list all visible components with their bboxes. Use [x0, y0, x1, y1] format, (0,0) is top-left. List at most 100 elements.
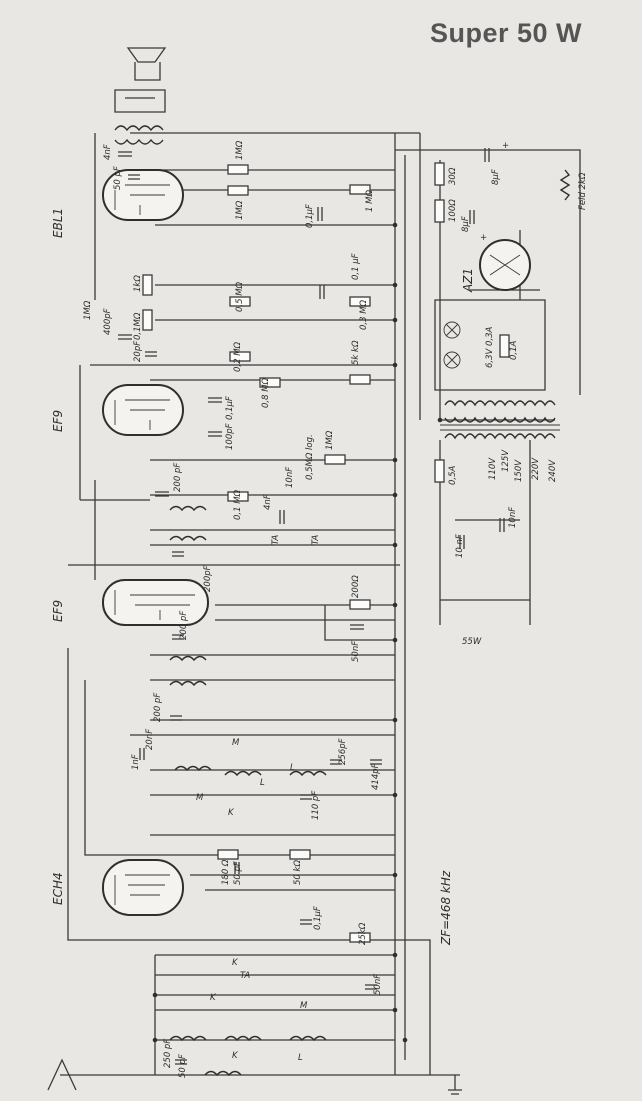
switch-label: L [298, 1053, 303, 1063]
label: TA [271, 535, 281, 545]
label: 0,1 μF [351, 253, 361, 280]
tube-label-ef9-upper: EF9 [51, 410, 65, 432]
fuse [434, 459, 445, 483]
resistor [349, 374, 371, 385]
label: 0,5MΩ log. [305, 434, 315, 480]
label: 200 pF [153, 693, 163, 722]
label: 240V [548, 459, 558, 482]
label: 414pF [371, 763, 381, 790]
label: 50nF [373, 974, 383, 995]
resistor [349, 599, 371, 610]
label: 1MΩ [235, 200, 245, 220]
resistors [142, 162, 510, 943]
label: 0,1 MΩ [233, 489, 243, 520]
tube-label-ef9-lower: EF9 [51, 600, 65, 622]
resistor [217, 849, 239, 860]
label: 50 pF [113, 166, 123, 190]
label: 0,5A [448, 465, 458, 485]
label: 200Ω [351, 575, 361, 598]
label: 0,1A [509, 340, 519, 360]
junctions [152, 222, 443, 1043]
resistor [142, 309, 153, 331]
label: 4nF [103, 144, 113, 160]
label: 20nF [145, 729, 155, 750]
label: 0,3 MΩ [359, 299, 369, 330]
label: 10 nF [455, 534, 465, 558]
label: 400pF [103, 308, 113, 335]
label: 50 kΩ [293, 860, 303, 885]
label: 180 Ω [221, 859, 231, 885]
label: 1MΩ [83, 300, 93, 320]
label: 0,2 MΩ [233, 341, 243, 372]
label: 6,3V 0,3A [485, 326, 495, 368]
resistor [227, 164, 249, 175]
resistor [289, 849, 311, 860]
fuse [499, 334, 510, 358]
label: 1MΩ [235, 140, 245, 160]
label: 5k kΩ [351, 340, 361, 365]
capacitors [118, 148, 505, 1065]
label: 200pF [203, 565, 213, 592]
resistor [142, 274, 153, 296]
tube-ef9-lower [102, 579, 209, 626]
label: 1nF [131, 754, 141, 770]
label: 256pF [338, 738, 348, 765]
tube-label-az1: AZ1 [461, 268, 475, 293]
label: 25kΩ [358, 922, 368, 945]
label: 200 pF [179, 611, 189, 640]
resistor [349, 296, 371, 307]
label: 100pF [225, 423, 235, 450]
resistor [227, 491, 249, 502]
resistor [229, 296, 251, 307]
label: 50nF [351, 641, 361, 662]
label: 0,1μF [305, 204, 315, 228]
label: 20pF [133, 341, 143, 362]
tube-ech4 [102, 859, 184, 916]
resistor [434, 199, 445, 223]
label: 55W [462, 637, 482, 647]
label: 110V [488, 457, 498, 480]
switch-label: M [232, 738, 240, 748]
switch-label: K [228, 808, 235, 818]
resistor [259, 377, 281, 388]
label: 250 pF [163, 1039, 173, 1068]
resistor [434, 162, 445, 186]
label: 150V [514, 459, 524, 482]
label: 0,1μF [313, 906, 323, 930]
label: 0,8 MΩ [261, 377, 271, 408]
label: TA [311, 535, 321, 545]
tubes [102, 169, 531, 916]
switch-label: L [260, 778, 265, 788]
resistor [227, 185, 249, 196]
label: 8μF [491, 169, 501, 185]
label: 200 pF [173, 463, 183, 492]
schematic-title: Super 50 W [430, 18, 583, 48]
label: 10nF [285, 467, 295, 488]
label: 4nF [263, 494, 273, 510]
resistor [349, 184, 371, 195]
resistor [349, 932, 371, 943]
label: 0,1μF [225, 396, 235, 420]
tube-label-ech4: ECH4 [51, 872, 65, 905]
label: 0,5 MΩ [235, 281, 245, 312]
label: 30Ω [448, 167, 458, 185]
component-labels: EBL1 EF9 EF9 ECH4 AZ1 4nF 50 pF 1MΩ 1MΩ … [51, 140, 588, 1078]
label: 8μF [461, 216, 471, 232]
resistor [324, 454, 346, 465]
polarity-mark: + [480, 233, 487, 243]
label: 110 pF [311, 791, 321, 820]
switch-label: M [300, 1001, 308, 1011]
label: Feld 2kΩ [578, 172, 588, 210]
label: 10nF [508, 507, 518, 528]
switch-label: K [232, 958, 239, 968]
label: 1MΩ [325, 430, 335, 450]
switch-label: L [290, 763, 295, 773]
label: 0,1MΩ [133, 312, 143, 340]
label: 100Ω [448, 199, 458, 222]
label: 125V [501, 449, 511, 472]
label: 220V [531, 457, 541, 480]
label: 50 pF [233, 861, 243, 885]
label: 50 pF [178, 1054, 188, 1078]
